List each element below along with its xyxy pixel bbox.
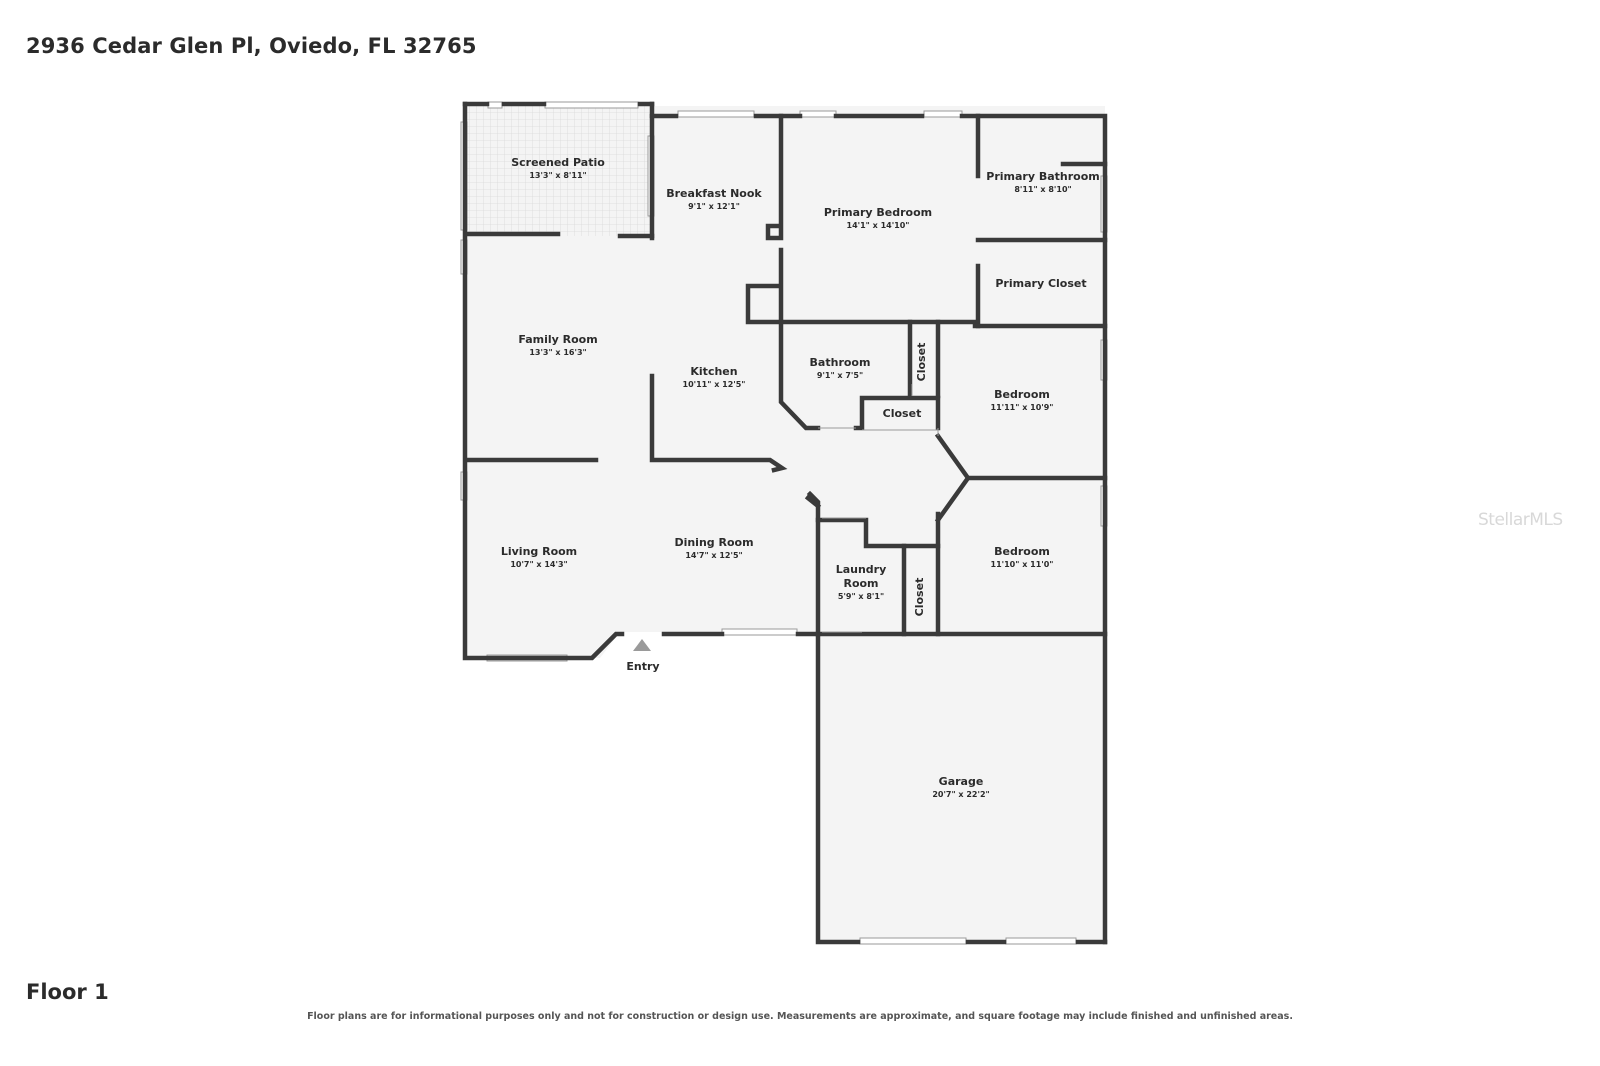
room-living-room: Living Room 10'7" x 14'3" <box>501 545 577 569</box>
room-dimensions: 11'11" x 10'9" <box>991 403 1054 412</box>
room-screened-patio: Screened Patio 13'3" x 8'11" <box>511 156 605 180</box>
room-dimensions: 8'11" x 8'10" <box>1014 185 1071 194</box>
room-dimensions: 14'1" x 14'10" <box>847 221 910 230</box>
room-name: Bedroom <box>994 545 1050 558</box>
room-name: Bedroom <box>994 388 1050 401</box>
room-dimensions: 14'7" x 12'5" <box>685 551 742 560</box>
floor-fill <box>465 106 1105 942</box>
disclaimer: Floor plans are for informational purpos… <box>307 1011 1293 1022</box>
room-name: Bathroom <box>810 356 871 369</box>
entry-label: Entry <box>626 660 659 673</box>
room-name: Closet <box>913 578 926 617</box>
room-name: Screened Patio <box>511 156 605 169</box>
room-primary-bedroom: Primary Bedroom 14'1" x 14'10" <box>824 206 932 230</box>
room-primary-closet: Primary Closet <box>995 277 1086 290</box>
room-primary-bathroom: Primary Bathroom 8'11" x 8'10" <box>986 170 1099 194</box>
room-name: Living Room <box>501 545 577 558</box>
room-name: Dining Room <box>674 536 753 549</box>
room-bathroom: Bathroom 9'1" x 7'5" <box>810 356 871 380</box>
room-name: Primary Closet <box>995 277 1086 290</box>
room-dimensions: 13'3" x 16'3" <box>529 348 586 357</box>
room-name-line1: Laundry <box>836 563 887 576</box>
room-dimensions: 5'9" x 8'1" <box>838 592 884 601</box>
room-breakfast-nook: Breakfast Nook 9'1" x 12'1" <box>666 187 762 211</box>
room-name-line2: Room <box>843 577 878 590</box>
room-dimensions: 13'3" x 8'11" <box>529 171 586 180</box>
room-bedroom-1: Bedroom 11'11" x 10'9" <box>991 388 1054 412</box>
room-name: Garage <box>939 775 984 788</box>
property-address: 2936 Cedar Glen Pl, Oviedo, FL 32765 <box>26 34 477 58</box>
room-name: Breakfast Nook <box>666 187 762 200</box>
room-dimensions: 9'1" x 7'5" <box>817 371 863 380</box>
room-family-room: Family Room 13'3" x 16'3" <box>518 333 597 357</box>
room-dimensions: 10'7" x 14'3" <box>510 560 567 569</box>
room-name: Primary Bedroom <box>824 206 932 219</box>
room-dimensions: 11'10" x 11'0" <box>991 560 1054 569</box>
room-name: Kitchen <box>690 365 737 378</box>
door-openings <box>818 384 939 633</box>
room-name: Closet <box>915 343 928 382</box>
room-bedroom-2: Bedroom 11'10" x 11'0" <box>991 545 1054 569</box>
room-name: Primary Bathroom <box>986 170 1099 183</box>
room-closet-vertical-2: Closet <box>913 578 926 617</box>
room-name: Family Room <box>518 333 597 346</box>
room-dimensions: 20'7" x 22'2" <box>932 790 989 799</box>
room-closet-vertical-1: Closet <box>915 343 928 382</box>
entry-arrow-icon <box>633 639 651 651</box>
room-dimensions: 10'11" x 12'5" <box>683 380 746 389</box>
room-laundry-room: Laundry Room 5'9" x 8'1" <box>836 563 887 601</box>
room-garage: Garage 20'7" x 22'2" <box>932 775 989 799</box>
room-closet-horizontal: Closet <box>883 407 922 420</box>
walls <box>462 101 1108 945</box>
room-dimensions: 9'1" x 12'1" <box>688 202 740 211</box>
room-name: Closet <box>883 407 922 420</box>
room-kitchen: Kitchen 10'11" x 12'5" <box>683 365 746 389</box>
watermark: StellarMLS <box>1478 510 1563 530</box>
room-dining-room: Dining Room 14'7" x 12'5" <box>674 536 753 560</box>
floor-label: Floor 1 <box>26 980 109 1004</box>
